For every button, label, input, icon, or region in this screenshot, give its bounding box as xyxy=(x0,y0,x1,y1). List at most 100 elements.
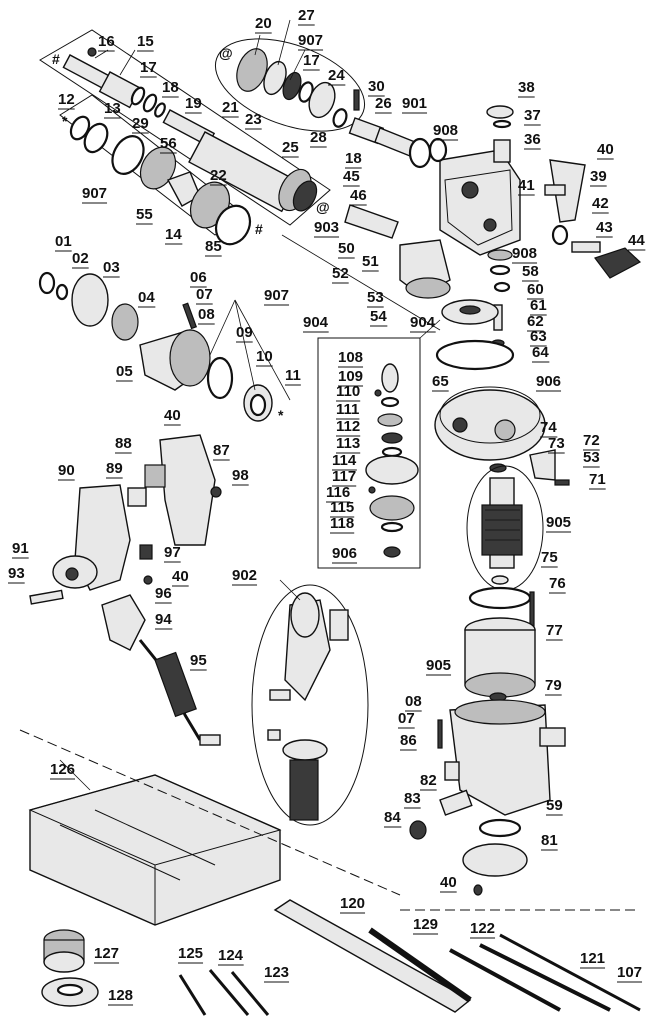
part-label: 108 xyxy=(338,349,363,366)
part-label: 40 xyxy=(172,568,189,585)
part-label: 901 xyxy=(402,95,427,112)
part-label: 74 xyxy=(540,419,557,436)
part-label: 908 xyxy=(512,245,537,262)
handle-assembly xyxy=(29,434,222,746)
part-label: 107 xyxy=(617,964,642,981)
part-label: 94 xyxy=(155,611,172,628)
part-label: 79 xyxy=(545,677,562,694)
hash-mark: # xyxy=(52,51,60,67)
part-label: 95 xyxy=(190,652,207,669)
part-label: 114 xyxy=(332,452,357,469)
gearbox-cover xyxy=(434,339,570,486)
part-label: 13 xyxy=(104,100,121,117)
part-label: 98 xyxy=(232,467,249,484)
star-mark: * xyxy=(278,407,284,423)
part-label: 07 xyxy=(196,286,213,303)
part-label: 28 xyxy=(310,129,327,146)
reference-marks: # # * * @ @ xyxy=(52,45,330,423)
part-label: 82 xyxy=(420,772,437,789)
part-label: 25 xyxy=(282,139,299,156)
part-label: 121 xyxy=(580,950,605,967)
part-label: 27 xyxy=(298,7,315,24)
part-label: 45 xyxy=(343,168,360,185)
part-label: 117 xyxy=(332,468,356,485)
clutch-box xyxy=(317,337,421,569)
part-label: 58 xyxy=(522,263,539,280)
part-label: 72 xyxy=(583,432,600,449)
part-label: 110 xyxy=(336,383,360,400)
part-label: 118 xyxy=(330,515,354,532)
leader-lines xyxy=(59,19,441,791)
part-label: 53 xyxy=(583,449,600,466)
part-label: 85 xyxy=(205,238,222,255)
part-label: 14 xyxy=(165,226,182,243)
part-label: 96 xyxy=(155,585,172,602)
part-label: 16 xyxy=(98,33,115,50)
part-label: 112 xyxy=(336,418,360,435)
part-label: 77 xyxy=(546,622,563,639)
part-label: 905 xyxy=(546,514,571,531)
part-label: 30 xyxy=(368,78,385,95)
cylinder-parts xyxy=(38,271,273,422)
part-label: 36 xyxy=(524,131,541,148)
part-label: 19 xyxy=(185,95,202,112)
part-label: 17 xyxy=(140,59,157,76)
part-label: 18 xyxy=(162,79,179,96)
part-label: 42 xyxy=(592,195,609,212)
part-label: 904 xyxy=(303,314,329,331)
part-label: 115 xyxy=(330,499,354,516)
part-label: 907 xyxy=(264,287,289,304)
hash-mark: # xyxy=(255,221,263,237)
part-label: 06 xyxy=(190,269,207,286)
part-label: 93 xyxy=(8,565,25,582)
part-label: 902 xyxy=(232,567,257,584)
part-label: 37 xyxy=(524,107,541,124)
accessories xyxy=(41,899,641,1016)
carry-case xyxy=(28,774,282,926)
part-label: 38 xyxy=(518,79,535,96)
part-label: 62 xyxy=(527,313,544,330)
part-labels: 16 15 17 18 12 13 29 19 56 907 55 22 14 … xyxy=(8,7,646,1006)
part-label: 21 xyxy=(222,99,239,116)
part-label: 43 xyxy=(596,219,613,236)
part-label: 40 xyxy=(440,874,457,891)
part-label: 07 xyxy=(398,710,415,727)
part-label: 44 xyxy=(628,232,645,249)
part-label: 40 xyxy=(597,141,614,158)
part-label: 123 xyxy=(264,964,289,981)
part-label: 903 xyxy=(314,219,339,236)
part-label: 20 xyxy=(255,15,272,32)
part-label: 22 xyxy=(210,167,227,184)
part-label: 128 xyxy=(108,987,133,1004)
part-label: 08 xyxy=(198,306,215,323)
part-label: 97 xyxy=(164,544,181,561)
part-label: 29 xyxy=(132,115,149,132)
circle-mark: @ xyxy=(219,45,233,61)
star-mark: * xyxy=(62,113,68,129)
part-label: 90 xyxy=(58,462,75,479)
part-label: 91 xyxy=(12,540,29,557)
part-label: 10 xyxy=(256,348,273,365)
part-label: 18 xyxy=(345,150,362,167)
part-label: 52 xyxy=(332,265,349,282)
stator-housing xyxy=(409,617,566,896)
part-label: 63 xyxy=(530,328,547,345)
part-label: 05 xyxy=(116,363,133,380)
part-label: 02 xyxy=(72,250,89,267)
part-label: 126 xyxy=(50,761,75,778)
part-label: 127 xyxy=(94,945,119,962)
part-label: 65 xyxy=(432,373,449,390)
part-label: 109 xyxy=(338,368,363,385)
part-label: 24 xyxy=(328,67,345,84)
part-label: 01 xyxy=(55,233,72,250)
part-label: 03 xyxy=(103,259,120,276)
part-label: 53 xyxy=(367,289,384,306)
part-label: 73 xyxy=(548,435,565,452)
part-label: 81 xyxy=(541,832,558,849)
part-label: 59 xyxy=(546,797,563,814)
part-label: 84 xyxy=(384,809,401,826)
part-label: 55 xyxy=(136,206,153,223)
part-label: 83 xyxy=(404,790,421,807)
auxiliary-handle xyxy=(251,584,369,826)
part-label: 56 xyxy=(160,135,177,152)
